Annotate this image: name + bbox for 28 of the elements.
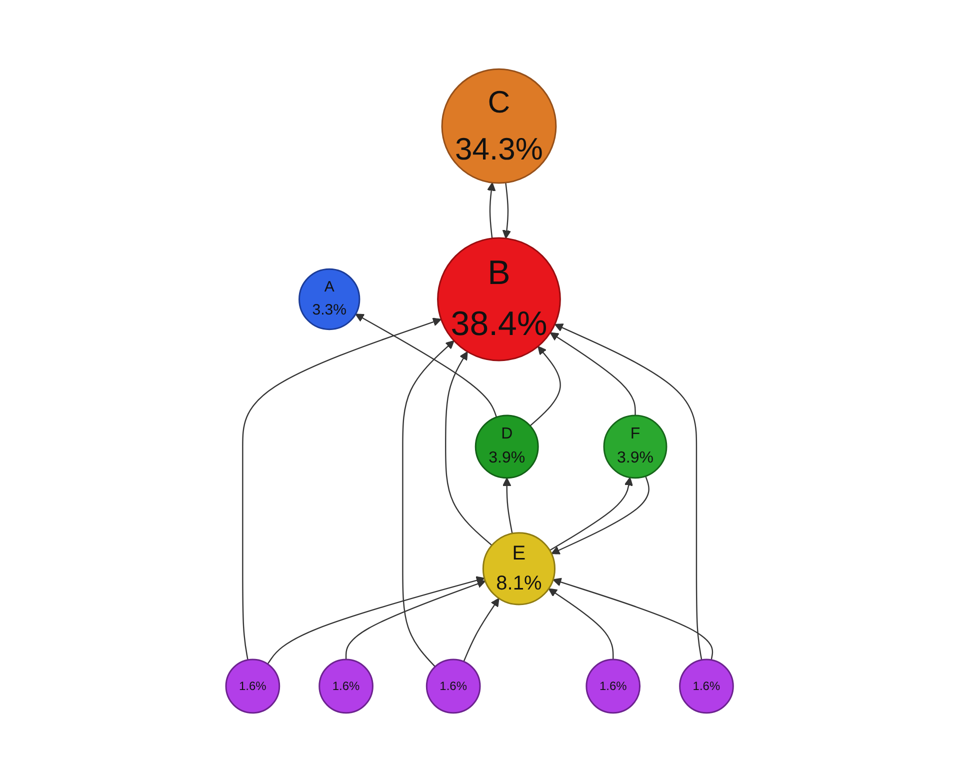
arrow (530, 346, 561, 426)
arrow (552, 578, 714, 660)
arrow (444, 351, 492, 546)
arrow (345, 580, 486, 660)
arrow (554, 324, 702, 660)
arrow (548, 588, 614, 660)
arrow (267, 576, 485, 664)
arrow (502, 182, 512, 239)
arrow (550, 332, 636, 416)
arrow (551, 476, 650, 554)
node-circle: B 38.4% (436, 237, 561, 362)
node-circle: C 34.3% (441, 68, 557, 184)
arrow (355, 314, 497, 418)
node-circle: 1.6% (426, 658, 481, 714)
node-circle: 1.6% (678, 658, 734, 714)
node-circle: 1.6% (318, 658, 374, 714)
arrow (463, 598, 500, 662)
node-circle: E 8.1% (482, 532, 556, 606)
arrow (486, 182, 496, 238)
arrow (402, 340, 454, 668)
node-circle: F 3.9% (603, 414, 668, 479)
arrow (502, 478, 513, 534)
node-circle: D 3.9% (474, 414, 539, 479)
node-circle: 1.6% (225, 658, 280, 714)
arrow (242, 318, 442, 660)
arrow (549, 477, 633, 551)
node-circle: A 3.3% (298, 268, 360, 330)
node-circle: 1.6% (586, 658, 640, 714)
